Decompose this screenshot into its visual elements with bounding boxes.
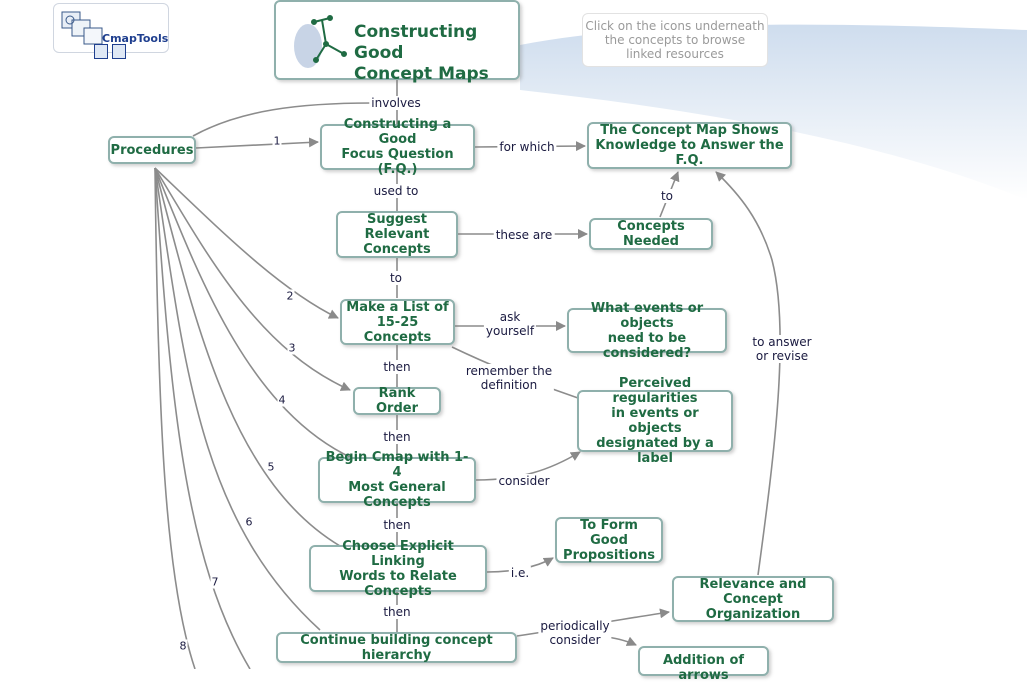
concept-perceived-regularities[interactable]: Perceived regularities in events or obje… <box>577 376 733 466</box>
concept-concepts-needed[interactable]: Concepts Needed <box>589 218 713 250</box>
link-to-list: to <box>387 271 405 285</box>
concept-rank-order[interactable]: Rank Order <box>353 386 441 416</box>
link-for-which: for which <box>497 140 557 154</box>
step-number-2: 2 <box>285 289 295 303</box>
step-number-4: 4 <box>277 393 287 407</box>
link-then-begin: then <box>381 430 413 444</box>
concept-form-propositions[interactable]: To Form Good Propositions <box>555 517 663 563</box>
concept-addition-arrows[interactable]: Addition of arrows <box>638 646 769 683</box>
step-number-7: 7 <box>210 575 220 589</box>
step-number-8: 8 <box>178 639 188 653</box>
link-these-are: these are <box>493 228 555 242</box>
link-then-choose: then <box>381 518 413 532</box>
document-resource-icon[interactable] <box>94 44 108 59</box>
concept-procedures[interactable]: Procedures <box>108 136 196 164</box>
concept-map-shows-knowledge[interactable]: The Concept Map Shows Knowledge to Answe… <box>587 122 792 169</box>
background-wave <box>520 24 1027 200</box>
concept-make-list[interactable]: Make a List of 15-25 Concepts <box>340 299 455 345</box>
link-ie: i.e. <box>508 566 532 580</box>
concept-focus-question[interactable]: Constructing a Good Focus Question (F.Q.… <box>320 117 475 177</box>
concept-begin-cmap[interactable]: Begin Cmap with 1-4 Most General Concept… <box>318 450 476 510</box>
hint-note: Click on the icons underneath the concep… <box>582 13 768 67</box>
cmaptools-logo: CmapTools <box>53 3 169 59</box>
concept-map-head-icon <box>294 15 347 68</box>
link-then-continue: then <box>381 605 413 619</box>
step-number-3: 3 <box>287 341 297 355</box>
step-number-6: 6 <box>244 515 254 529</box>
concept-what-events[interactable]: What events or objects need to be consid… <box>567 301 727 361</box>
concept-suggest-relevant[interactable]: Suggest Relevant Concepts <box>336 211 458 258</box>
concept-continue-building[interactable]: Continue building concept hierarchy <box>276 632 517 663</box>
concept-choose-linking-words[interactable]: Choose Explicit Linking Words to Relate … <box>309 539 487 599</box>
step-number-5: 5 <box>266 460 276 474</box>
link-ask-yourself: ask yourself <box>483 310 537 338</box>
cmaptools-logo-text: CmapTools <box>102 32 169 45</box>
page-title: Constructing Good Concept Maps <box>354 22 489 84</box>
link-periodically-consider: periodically consider <box>538 619 612 647</box>
link-used-to: used to <box>371 184 421 198</box>
link-to-answer-or-revise: to answer or revise <box>750 335 814 363</box>
cmap-resource-icon[interactable] <box>112 44 126 59</box>
link-to-answer-fq: to <box>658 189 676 203</box>
concept-relevance-organization[interactable]: Relevance and Concept Organization <box>672 576 834 622</box>
step-number-1: 1 <box>272 134 282 148</box>
link-then-rank: then <box>381 360 413 374</box>
link-consider: consider <box>496 474 552 488</box>
title-concept: Constructing Good Concept Maps <box>274 0 520 84</box>
link-involves: involves <box>369 96 423 110</box>
cmaptools-logo-icon <box>61 11 103 45</box>
link-remember-definition: remember the definition <box>463 364 555 392</box>
